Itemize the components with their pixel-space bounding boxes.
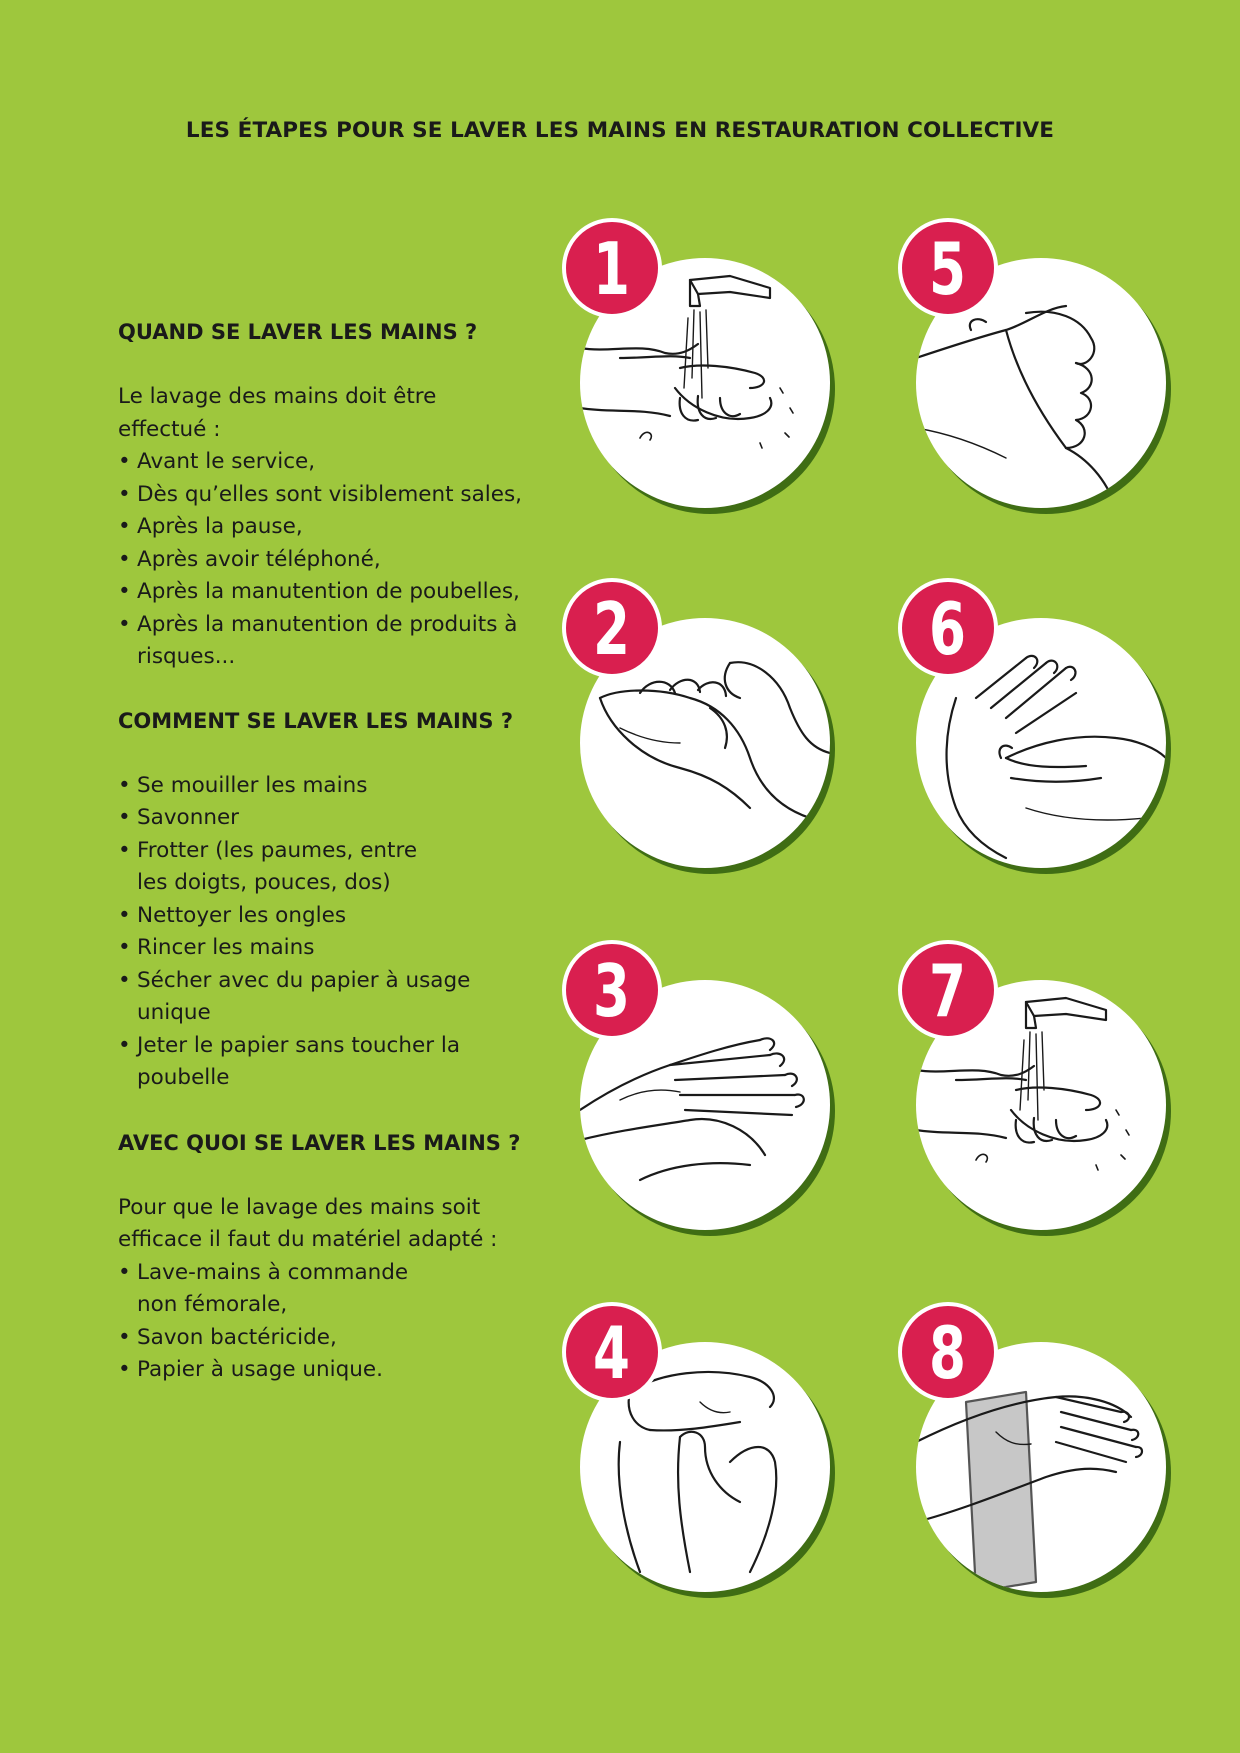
step-2: 2 <box>562 578 852 868</box>
instructions-column: QUAND SE LAVER LES MAINS ? Le lavage des… <box>118 318 538 1387</box>
step-badge: 2 <box>562 578 662 678</box>
when-list: Avant le service, Dès qu’elles sont visi… <box>118 446 538 674</box>
list-item: Après la pause, <box>118 511 538 544</box>
rub-back-of-hands-icon <box>617 1370 778 1574</box>
list-item: Savon bactéricide, <box>118 1322 538 1355</box>
step-badge: 7 <box>898 940 998 1040</box>
intro-line: Pour que le lavage des mains soit <box>118 1194 481 1220</box>
step-number: 3 <box>593 949 631 1033</box>
list-item: Lave-mains à commande non fémorale, <box>118 1257 437 1322</box>
list-item: Nettoyer les ongles <box>118 900 538 933</box>
step-3: 3 <box>562 940 852 1230</box>
page-title: LES ÉTAPES POUR SE LAVER LES MAINS EN RE… <box>185 118 1055 143</box>
list-item: Jeter le papier sans toucher la poubelle <box>118 1030 477 1095</box>
intro-line: effectué : <box>118 416 221 442</box>
step-5: 5 <box>898 218 1188 508</box>
section-heading-with-what: AVEC QUOI SE LAVER LES MAINS ? <box>118 1130 521 1155</box>
list-item: Sécher avec du papier à usage unique <box>118 965 497 1030</box>
how-list: Se mouiller les mains Savonner Frotter (… <box>118 770 538 1095</box>
step-number: 6 <box>929 587 967 671</box>
step-1: 1 <box>562 218 852 508</box>
step-8: 8 <box>898 1302 1188 1592</box>
rinse-hands-under-tap-icon <box>580 274 794 449</box>
step-6: 6 <box>898 578 1188 868</box>
list-item: Dès qu’elles sont visiblement sales, <box>118 479 538 512</box>
with-what-list: Lave-mains à commande non fémorale, Savo… <box>118 1257 538 1387</box>
step-badge: 6 <box>898 578 998 678</box>
step-number: 2 <box>593 587 631 671</box>
step-number: 5 <box>929 227 967 311</box>
interlace-fingers-icon <box>580 1037 805 1182</box>
intro-with-what: Pour que le lavage des mains soit effica… <box>118 1192 538 1257</box>
step-badge: 3 <box>562 940 662 1040</box>
section-heading-how: COMMENT SE LAVER LES MAINS ? <box>118 708 514 733</box>
intro-line: Le lavage des mains doit être <box>118 384 437 409</box>
section-heading-when: QUAND SE LAVER LES MAINS ? <box>118 320 478 344</box>
dry-with-paper-towel-icon <box>916 1390 1144 1592</box>
intro-when: Le lavage des mains doit être effectué : <box>118 381 538 446</box>
section-body-with-what: Pour que le lavage des mains soit effica… <box>118 1192 538 1387</box>
list-item: Frotter (les paumes, entre les doigts, p… <box>118 835 437 900</box>
intro-line: efficace il faut du matériel adapté : <box>118 1227 498 1252</box>
step-4: 4 <box>562 1302 852 1592</box>
step-number: 4 <box>593 1311 631 1395</box>
rub-palms-icon <box>598 661 830 820</box>
list-item: Avant le service, <box>118 446 538 479</box>
step-badge: 5 <box>898 218 998 318</box>
section-body-how: Se mouiller les mains Savonner Frotter (… <box>118 770 538 1095</box>
list-item: Rincer les mains <box>118 932 538 965</box>
list-item: Savonner <box>118 802 538 835</box>
list-item: Papier à usage unique. <box>118 1354 538 1387</box>
step-badge: 8 <box>898 1302 998 1402</box>
rinse-hands-under-tap-icon <box>916 996 1130 1171</box>
list-item: Se mouiller les mains <box>118 770 538 803</box>
section-body-when: Le lavage des mains doit être effectué :… <box>118 381 538 674</box>
step-7: 7 <box>898 940 1188 1230</box>
step-badge: 4 <box>562 1302 662 1402</box>
list-item: Après avoir téléphoné, <box>118 544 538 577</box>
list-item: Après la manutention de produits à risqu… <box>118 609 538 674</box>
step-number: 8 <box>929 1311 967 1395</box>
list-item: Après la manutention de poubelles, <box>118 576 538 609</box>
step-number: 1 <box>593 227 631 311</box>
rub-between-fingers-icon <box>945 654 1166 860</box>
step-number: 7 <box>929 949 967 1033</box>
step-badge: 1 <box>562 218 662 318</box>
